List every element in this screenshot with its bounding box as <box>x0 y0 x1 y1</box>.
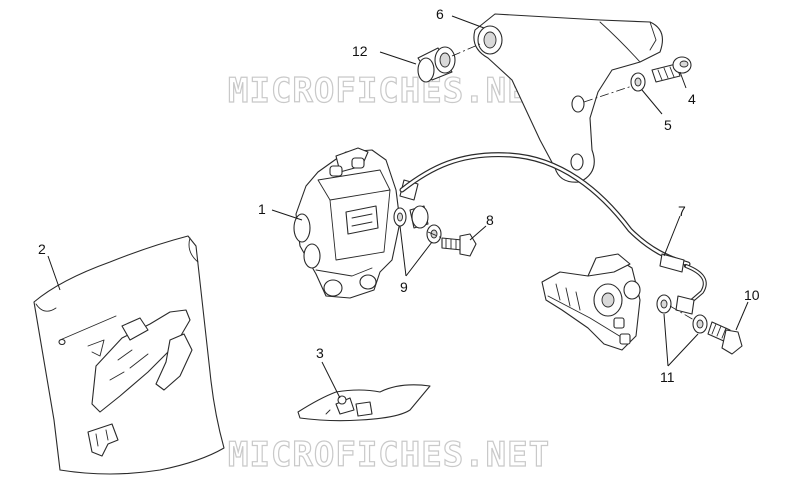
part-7-brake-hose[interactable] <box>399 152 707 315</box>
callout-8: 8 <box>486 212 494 228</box>
leader-lines <box>47 15 749 399</box>
callout-7: 7 <box>678 203 686 219</box>
part-12-bushing[interactable] <box>417 46 456 83</box>
part-11-washers[interactable] <box>656 294 708 334</box>
part-2-brake-pad-kit[interactable] <box>33 235 225 475</box>
part-10-banjo-bolt[interactable] <box>707 321 743 355</box>
part-6-bracket[interactable] <box>473 13 663 183</box>
callout-3: 3 <box>316 345 324 361</box>
callout-10: 10 <box>744 287 760 303</box>
callout-12: 12 <box>352 43 368 59</box>
part-4-screw[interactable] <box>651 56 692 83</box>
caliper-assembly-right[interactable] <box>541 253 641 351</box>
watermark-top: MICROFICHES.NET <box>228 71 550 111</box>
callout-11: 11 <box>660 369 675 385</box>
part-1-brake-caliper[interactable] <box>293 147 401 299</box>
part-8-banjo-bolt[interactable] <box>441 233 477 257</box>
watermark-bottom: MICROFICHES.NET <box>228 435 550 475</box>
callout-2: 2 <box>38 241 46 257</box>
callout-9: 9 <box>400 279 408 295</box>
callout-6: 6 <box>436 6 444 22</box>
callout-1: 1 <box>258 201 266 217</box>
part-5-washer[interactable] <box>630 72 646 92</box>
callout-5: 5 <box>664 117 672 133</box>
callout-4: 4 <box>688 91 696 107</box>
part-3-bleed-valve-kit[interactable] <box>297 384 431 422</box>
assembly-axis-lines <box>427 43 695 321</box>
callout-labels: 6 12 4 5 1 8 7 2 9 10 3 11 <box>38 6 760 385</box>
